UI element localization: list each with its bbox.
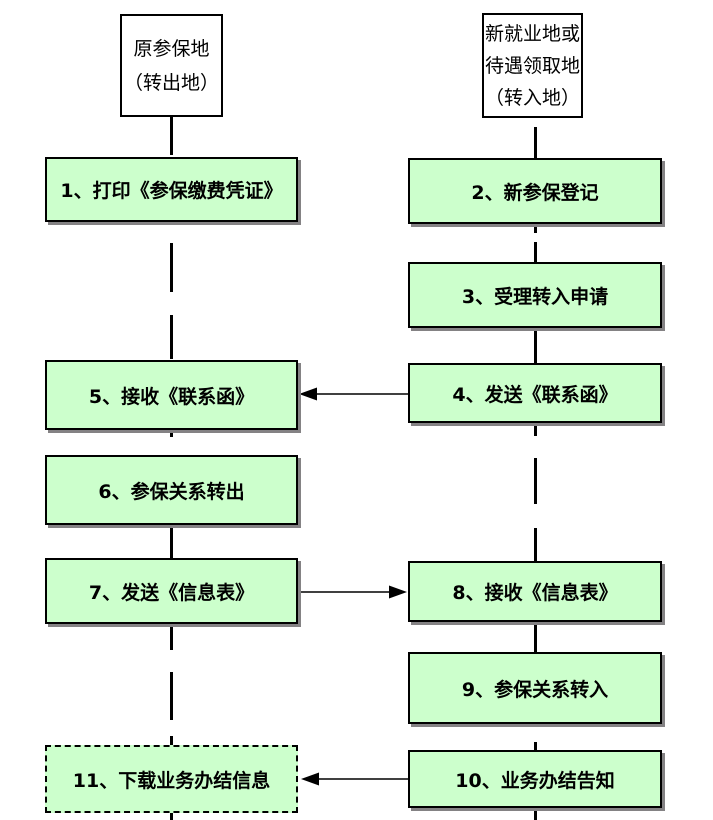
step-4-send-contact-letter: 4、发送《联系函》: [408, 363, 662, 423]
step-5-receive-contact-letter: 5、接收《联系函》: [45, 360, 298, 430]
step-7-send-info-form: 7、发送《信息表》: [45, 558, 298, 624]
step-6-transfer-out-relation: 6、参保关系转出: [45, 455, 298, 525]
arrow-4-to-5-head: [299, 387, 317, 401]
step-11-download-completion-info: 11、下载业务办结信息: [45, 745, 298, 813]
arrow-10-to-11-head: [301, 772, 319, 786]
step-8-receive-info-form: 8、接收《信息表》: [408, 561, 662, 622]
header-new-place: 新就业地或 待遇领取地 （转入地）: [482, 13, 583, 118]
step-10-completion-notice: 10、业务办结告知: [408, 750, 662, 808]
step-1-print-certificate: 1、打印《参保缴费凭证》: [45, 157, 298, 222]
step-2-new-registration: 2、新参保登记: [408, 158, 662, 224]
step-9-transfer-in-relation: 9、参保关系转入: [408, 652, 662, 724]
header-origin-place: 原参保地 （转出地）: [120, 14, 223, 117]
arrow-7-to-8-head: [389, 585, 407, 599]
step-3-accept-transfer-in-application: 3、受理转入申请: [408, 262, 662, 328]
